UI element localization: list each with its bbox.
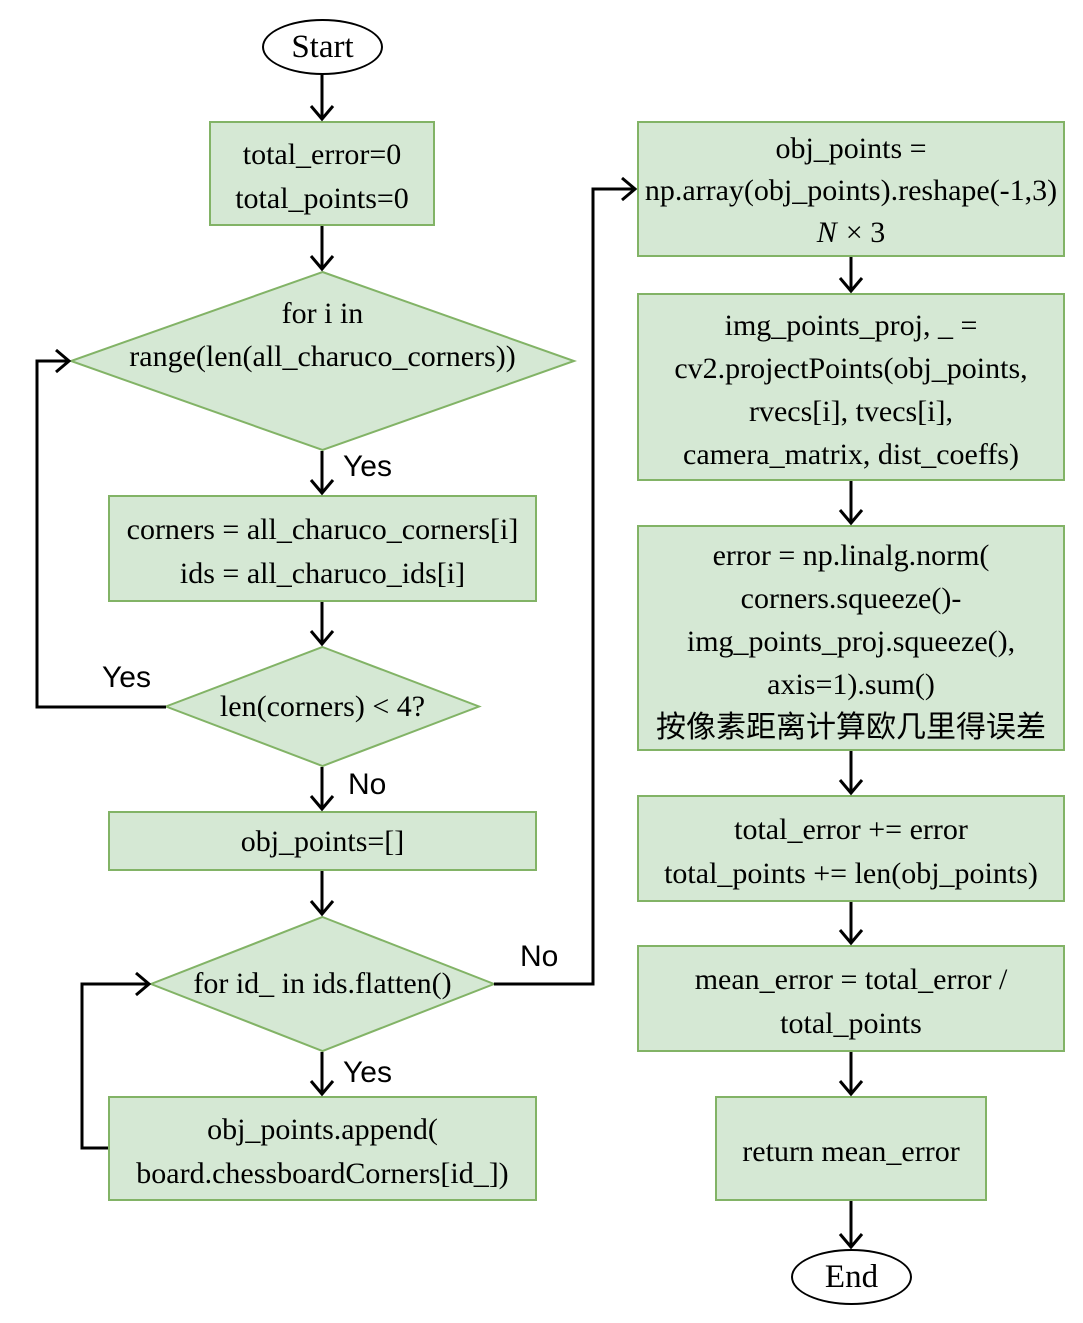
mean-error-text-line-2: total_points	[780, 1006, 922, 1040]
error-text-line-1: error = np.linalg.norm(	[712, 538, 990, 572]
reset-points-text: obj_points=[]	[240, 825, 405, 858]
select-corners-text: corners = all_charuco_corners[i]	[126, 512, 519, 546]
reshape-text-line-2: np.array(obj_points).reshape(-1,3)	[644, 174, 1058, 207]
check-count-yes-label: Yes	[102, 661, 151, 694]
check-count-text: len(corners) < 4?	[219, 689, 426, 723]
select-frame-label: corners = all_charuco_corners[i] ids = a…	[127, 502, 519, 596]
reset-points-box: obj_points=[]	[108, 811, 537, 871]
project-points-box: img_points_proj, _ = cv2.projectPoints(o…	[637, 293, 1065, 481]
arrow-select-to-check	[309, 602, 335, 647]
error-text-line-4: axis=1).sum()	[767, 667, 935, 701]
arrow-init-to-outer-loop	[309, 226, 335, 272]
shape-variable: N	[816, 216, 837, 249]
inner-loop-no-label: No	[520, 940, 559, 973]
inner-loop-decision: for id_ in ids.flatten()	[148, 915, 497, 1053]
arrow-project-to-error	[838, 481, 864, 526]
reshape-shape-formula: N× 3	[817, 212, 885, 254]
accumulate-label: total_error += error total_points += len…	[664, 802, 1038, 896]
append-point-label: obj_points.append( board.chessboardCorne…	[136, 1102, 508, 1196]
end-terminal: End	[791, 1249, 912, 1305]
append-point-box: obj_points.append( board.chessboardCorne…	[108, 1096, 537, 1201]
reshape-text-line-1: obj_points =	[775, 132, 927, 165]
reshape-points-label: obj_points = np.array(obj_points).reshap…	[645, 124, 1057, 254]
return-box: return mean_error	[715, 1096, 987, 1201]
reshape-points-box: obj_points = np.array(obj_points).reshap…	[637, 121, 1065, 257]
error-text-line-2: corners.squeeze()-	[740, 581, 962, 615]
append-point-text-line-2: board.chessboardCorners[id_])	[136, 1156, 509, 1190]
outer-loop-diamond	[68, 270, 577, 452]
project-text-line-1: img_points_proj, _ =	[724, 309, 978, 342]
arrow-reset-to-inner-loop	[309, 871, 335, 917]
arrow-check-count-no	[309, 767, 335, 812]
end-text: End	[824, 1259, 879, 1295]
arrow-reshape-to-project	[838, 257, 864, 294]
arrow-start-to-init	[309, 75, 335, 122]
arrow-return-to-end	[838, 1201, 864, 1250]
check-count-no-label: No	[348, 768, 387, 801]
start-terminal: Start	[262, 19, 383, 75]
compute-error-label: error = np.linalg.norm( corners.squeeze(…	[656, 528, 1046, 749]
check-count-label: len(corners) < 4?	[220, 685, 425, 729]
arrow-mean-to-return	[838, 1052, 864, 1097]
mean-error-box: mean_error = total_error / total_points	[637, 945, 1065, 1052]
outer-loop-text-line-2: range(len(all_charuco_corners))	[129, 340, 516, 373]
outer-loop-text-line-1: for i in	[281, 297, 364, 330]
select-ids-text: ids = all_charuco_ids[i]	[179, 556, 466, 590]
arrow-error-to-accumulate	[838, 751, 864, 796]
start-text: Start	[291, 29, 354, 65]
inner-loop-yes-label: Yes	[343, 1056, 392, 1089]
check-count-diamond	[163, 645, 482, 768]
accumulate-points-text: total_points += len(obj_points)	[664, 856, 1038, 890]
mean-error-text-line-1: mean_error = total_error /	[694, 962, 1008, 996]
error-text-line-5: 按像素距离计算欧几里得误差	[656, 710, 1046, 744]
arrow-outer-loop-yes	[309, 451, 335, 496]
init-counters-box: total_error=0 total_points=0	[209, 121, 435, 226]
compute-error-box: error = np.linalg.norm( corners.squeeze(…	[637, 525, 1065, 751]
project-text-line-3: rvecs[i], tvecs[i],	[748, 395, 954, 428]
append-point-text-line-1: obj_points.append(	[207, 1112, 438, 1146]
inner-loop-text: for id_ in ids.flatten()	[193, 967, 452, 1000]
outer-loop-decision: for i in range(len(all_charuco_corners))	[68, 270, 577, 452]
outer-loop-label: for i in range(len(all_charuco_corners))	[129, 292, 515, 430]
inner-loop-label: for id_ in ids.flatten()	[193, 962, 451, 1006]
return-text: return mean_error	[742, 1134, 960, 1168]
outer-loop-yes-label: Yes	[343, 450, 392, 483]
check-count-decision: len(corners) < 4?	[163, 645, 482, 768]
project-text-line-4: camera_matrix, dist_coeffs)	[683, 438, 1019, 471]
arrow-accumulate-to-mean	[838, 902, 864, 946]
accumulate-error-text: total_error += error	[734, 812, 968, 846]
init-total-error-text: total_error=0	[242, 137, 402, 171]
error-text-line-3: img_points_proj.squeeze(),	[686, 624, 1016, 658]
shape-dimension: × 3	[845, 216, 886, 249]
inner-loop-diamond	[148, 915, 497, 1053]
reset-points-label: obj_points=[]	[241, 818, 405, 864]
arrow-inner-loop-yes	[309, 1052, 335, 1097]
start-label: Start	[291, 27, 353, 67]
return-label: return mean_error	[742, 1124, 959, 1174]
init-total-points-text: total_points=0	[235, 181, 409, 215]
project-points-label: img_points_proj, _ = cv2.projectPoints(o…	[674, 298, 1027, 476]
accumulate-box: total_error += error total_points += len…	[637, 795, 1065, 902]
select-frame-box: corners = all_charuco_corners[i] ids = a…	[108, 495, 537, 602]
end-label: End	[825, 1257, 878, 1297]
project-text-line-2: cv2.projectPoints(obj_points,	[674, 352, 1028, 385]
init-counters-label: total_error=0 total_points=0	[235, 127, 409, 221]
mean-error-label: mean_error = total_error / total_points	[695, 952, 1008, 1046]
